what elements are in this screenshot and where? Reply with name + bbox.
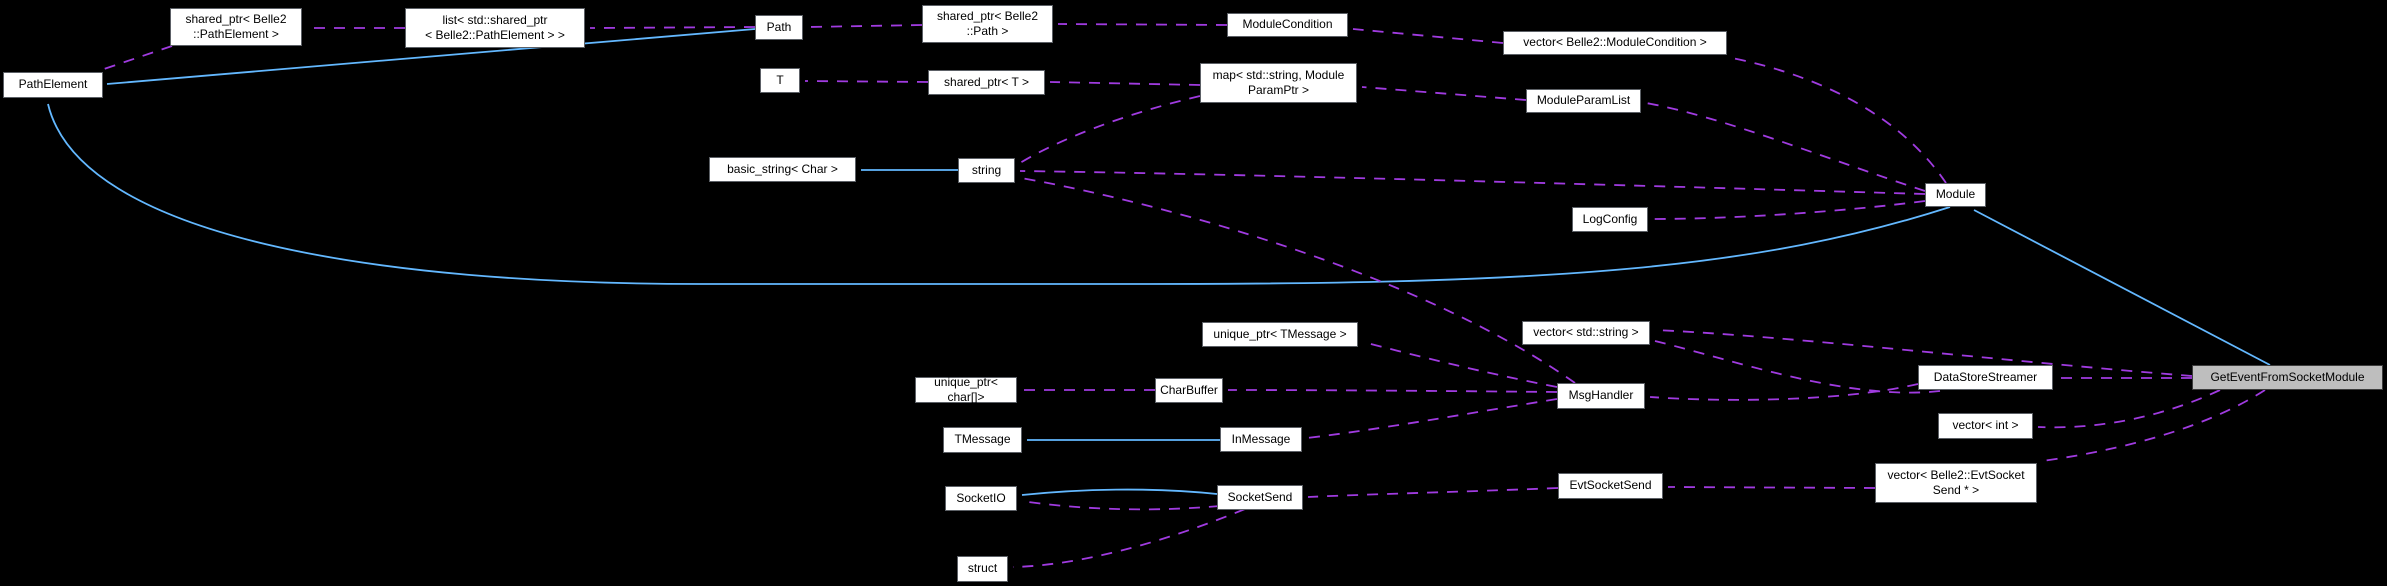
node-vec_int[interactable]: vector< int > [1938, 413, 2033, 439]
edge-getevent-to-vec_string [1654, 329, 2193, 377]
node-pathelement[interactable]: PathElement [3, 72, 103, 98]
edge-sp_t-to-t [804, 80, 929, 83]
edge-module-to-vec_modulecondition [1731, 57, 1947, 184]
edge-msghandler-to-string [1020, 177, 1576, 384]
node-basic_string[interactable]: basic_string< Char > [709, 157, 856, 182]
node-string[interactable]: string [958, 158, 1015, 183]
edge-module-to-logconfig [1652, 200, 1926, 220]
edge-module-to-pathelement [47, 103, 1951, 285]
edge-getevent-to-vec_evtsocketsend [2041, 389, 2266, 462]
node-struct[interactable]: struct [957, 556, 1008, 582]
edge-datastorestreamer-to-vec_string [1654, 340, 1941, 394]
node-moduleparamlist[interactable]: ModuleParamList [1526, 89, 1641, 113]
node-up_tmessage[interactable]: unique_ptr< TMessage > [1202, 322, 1358, 347]
edge-map_param-to-string [1019, 95, 1201, 164]
node-socketsend[interactable]: SocketSend [1217, 485, 1303, 510]
node-up_char[interactable]: unique_ptr< char[]> [915, 375, 1017, 404]
edge-path-to-pathelement [106, 28, 756, 85]
node-vec_string[interactable]: vector< std::string > [1522, 321, 1650, 345]
edge-msghandler-to-up_tmessage [1362, 341, 1558, 388]
edge-modulecondition-to-sp_path [1057, 23, 1228, 26]
edge-sp_pathelement-to-pathelement [100, 45, 173, 71]
edge-socketsend-to-socketio [1020, 500, 1221, 511]
edge-msghandler-to-inmessage [1306, 398, 1558, 439]
node-sp_t[interactable]: shared_ptr< T > [928, 70, 1045, 95]
edge-vec_evtsocketsend-to-evtsocketsend [1667, 486, 1876, 489]
edge-socketsend-to-struct [1012, 508, 1246, 568]
node-modulecondition[interactable]: ModuleCondition [1227, 13, 1348, 37]
edge-msghandler-to-charbuffer [1227, 389, 1558, 393]
node-sp_path[interactable]: shared_ptr< Belle2 ::Path > [922, 5, 1053, 43]
edge-getevent-to-vec_int [2037, 389, 2221, 429]
node-module[interactable]: Module [1925, 183, 1986, 207]
node-vec_evtsocketsend[interactable]: vector< Belle2::EvtSocket Send * > [1875, 463, 2037, 503]
node-tmessage[interactable]: TMessage [943, 427, 1022, 453]
node-msghandler[interactable]: MsgHandler [1557, 383, 1645, 409]
node-vec_modulecondition[interactable]: vector< Belle2::ModuleCondition > [1503, 31, 1727, 55]
edge-sp_path-to-path [807, 24, 923, 28]
node-evtsocketsend[interactable]: EvtSocketSend [1558, 473, 1663, 499]
edge-datastorestreamer-to-msghandler [1649, 383, 1919, 401]
node-path[interactable]: Path [755, 15, 803, 40]
edge-moduleparamlist-to-map_param [1361, 86, 1527, 101]
node-map_param[interactable]: map< std::string, Module ParamPtr > [1200, 63, 1357, 103]
edge-socketsend-to-socketio [1021, 488, 1218, 496]
node-datastorestreamer[interactable]: DataStoreStreamer [1918, 365, 2053, 390]
edges-group [47, 23, 2271, 568]
node-inmessage[interactable]: InMessage [1220, 427, 1302, 452]
edge-map_param-to-sp_t [1049, 81, 1201, 86]
edge-getevent-to-module [1973, 209, 2271, 366]
edge-path-to-list_sp [589, 26, 756, 29]
edge-module-to-moduleparamlist [1645, 102, 1926, 192]
node-sp_pathelement[interactable]: shared_ptr< Belle2 ::PathElement > [170, 8, 302, 46]
node-logconfig[interactable]: LogConfig [1572, 207, 1648, 232]
node-getevent[interactable]: GetEventFromSocketModule [2192, 365, 2383, 390]
node-charbuffer[interactable]: CharBuffer [1155, 378, 1223, 403]
node-t[interactable]: T [760, 68, 800, 93]
edge-evtsocketsend-to-socketsend [1307, 487, 1559, 498]
edge-module-to-string [1019, 170, 1926, 195]
edge-vec_modulecondition-to-modulecondition [1352, 28, 1504, 44]
node-socketio[interactable]: SocketIO [945, 486, 1017, 511]
node-list_sp[interactable]: list< std::shared_ptr < Belle2::PathElem… [405, 8, 585, 48]
